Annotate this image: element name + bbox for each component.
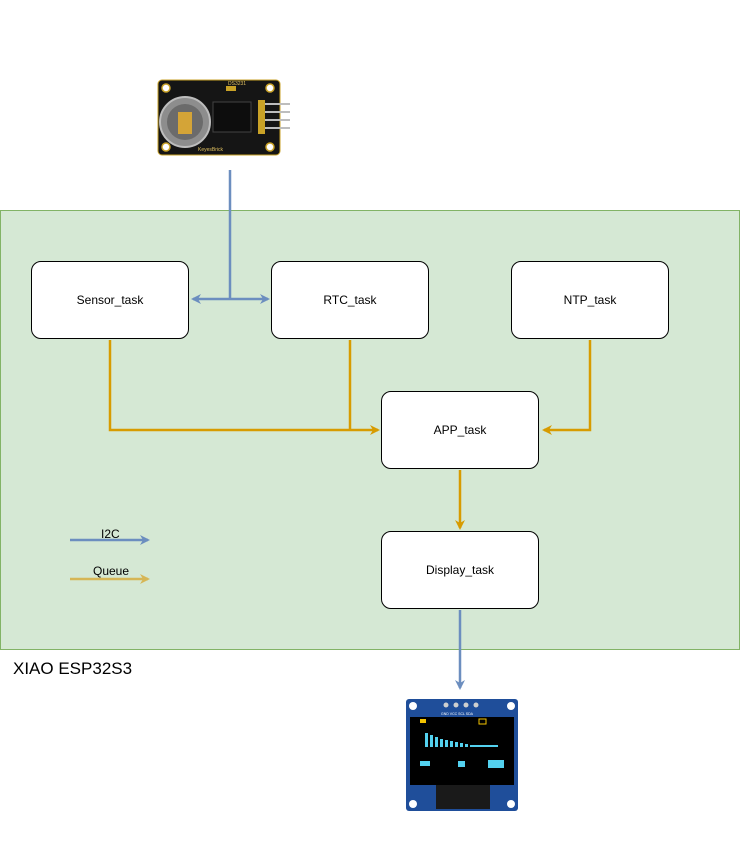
- rtc-task-box: RTC_task: [271, 261, 429, 339]
- display-task-label: Display_task: [425, 563, 495, 577]
- i2c-bus-connector: [191, 170, 270, 304]
- ntp-task-label: NTP_task: [563, 293, 617, 307]
- legend-queue-label: Queue: [93, 564, 130, 578]
- display-task-box: Display_task: [381, 531, 539, 609]
- app-task-label: APP_task: [433, 423, 487, 437]
- app-task-box: APP_task: [381, 391, 539, 469]
- mcu-label: XIAO ESP32S3: [13, 659, 133, 678]
- rtc-module-image: DS3231 KeyesBrick: [157, 79, 290, 156]
- queue-sensor-to-app: [108, 340, 380, 435]
- sensor-task-box: Sensor_task: [31, 261, 189, 339]
- rtc-chip-label: DS3231: [228, 81, 246, 87]
- legend-i2c-label: I2C: [101, 527, 120, 541]
- oled-module-image: GND VCC SCL SDA: [406, 699, 518, 811]
- ntp-task-box: NTP_task: [511, 261, 669, 339]
- queue-ntp-to-app: [542, 340, 592, 435]
- rtc-task-label: RTC_task: [323, 293, 377, 307]
- oled-pin-label: GND VCC SCL SDA: [441, 712, 474, 716]
- rtc-brand-label: KeyesBrick: [198, 147, 224, 153]
- sensor-task-label: Sensor_task: [76, 293, 144, 307]
